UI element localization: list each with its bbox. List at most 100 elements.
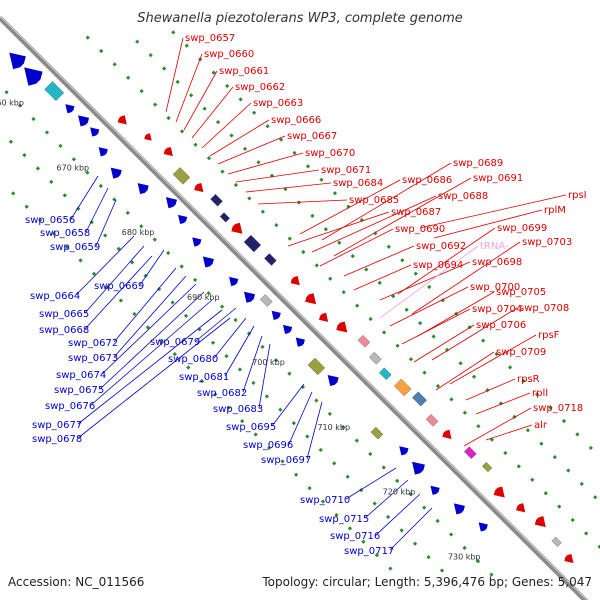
gene-label-reverse[interactable]: swp_0678 xyxy=(32,434,82,445)
gene-label-reverse[interactable]: swp_0672 xyxy=(68,338,118,349)
gene-reverse-arrow[interactable] xyxy=(396,443,410,457)
gene-label-reverse[interactable]: swp_0674 xyxy=(56,370,106,381)
gene-label-forward[interactable]: rplM xyxy=(544,205,566,216)
gene-label-forward[interactable]: swp_0685 xyxy=(349,195,399,206)
gene-label-forward[interactable]: swp_0705 xyxy=(496,287,546,298)
gene-forward-arrow[interactable] xyxy=(533,514,550,531)
gene-feature-box[interactable] xyxy=(219,212,230,223)
gene-label-forward[interactable]: swp_0718 xyxy=(533,403,583,414)
gene-label-reverse[interactable]: swp_0716 xyxy=(330,531,380,542)
gene-forward-arrow[interactable] xyxy=(230,221,247,238)
gene-label-forward[interactable]: swp_0684 xyxy=(333,178,383,189)
gene-reverse-arrow[interactable] xyxy=(189,234,203,248)
gene-label-forward[interactable]: swp_0661 xyxy=(219,66,269,77)
gene-label-reverse[interactable]: swp_0681 xyxy=(179,372,229,383)
gene-reverse-arrow[interactable] xyxy=(427,482,441,496)
gene-feature-box[interactable] xyxy=(411,391,427,407)
gene-reverse-arrow[interactable] xyxy=(106,163,123,180)
gene-label-forward[interactable]: swp_0690 xyxy=(395,224,445,235)
gene-feature-box[interactable] xyxy=(394,378,412,397)
gene-reverse-arrow[interactable] xyxy=(279,321,293,335)
gene-feature-box[interactable] xyxy=(369,351,382,365)
gene-feature-box[interactable] xyxy=(259,294,273,307)
gene-label-forward[interactable]: swp_0663 xyxy=(253,98,303,109)
gene-reverse-arrow[interactable] xyxy=(292,334,306,348)
gene-label-reverse[interactable]: swp_0668 xyxy=(39,325,89,336)
gene-label-forward[interactable]: swp_0662 xyxy=(235,82,285,93)
gene-reverse-arrow[interactable] xyxy=(240,287,257,304)
gene-label-forward[interactable]: swp_0688 xyxy=(438,191,488,202)
gene-reverse-arrow[interactable] xyxy=(95,144,109,158)
gene-label-forward[interactable]: swp_0686 xyxy=(402,175,452,186)
gene-label-forward[interactable]: swp_0691 xyxy=(473,173,523,184)
gene-feature-box[interactable] xyxy=(264,253,277,266)
gene-forward-arrow[interactable] xyxy=(116,114,130,128)
gene-feature-box[interactable] xyxy=(307,357,326,376)
gene-label-forward[interactable]: swp_0709 xyxy=(496,347,546,358)
gene-label-reverse[interactable]: swp_0715 xyxy=(319,514,369,525)
gene-forward-arrow[interactable] xyxy=(193,182,207,196)
gene-reverse-arrow[interactable] xyxy=(87,124,101,138)
gene-label-reverse[interactable]: swp_0696 xyxy=(243,440,293,451)
gene-feature-box[interactable] xyxy=(370,426,384,440)
gene-feature-box[interactable] xyxy=(425,414,439,427)
gene-label-reverse[interactable]: swp_0680 xyxy=(168,354,218,365)
gene-label-forward[interactable]: swp_0666 xyxy=(271,115,321,126)
gene-forward-arrow[interactable] xyxy=(318,311,332,325)
gene-label-forward[interactable]: rplI xyxy=(532,388,548,399)
gene-label-reverse[interactable]: swp_0665 xyxy=(39,309,89,320)
gene-reverse-arrow[interactable] xyxy=(62,101,76,115)
gene-label-forward[interactable]: swp_0703 xyxy=(522,237,572,248)
gene-forward-arrow[interactable] xyxy=(441,428,455,442)
gene-label-reverse[interactable]: swp_0675 xyxy=(54,385,104,396)
gene-label-reverse[interactable]: swp_0683 xyxy=(213,404,263,415)
gene-feature-box[interactable] xyxy=(378,367,392,381)
gene-label-forward[interactable]: swp_0671 xyxy=(321,165,371,176)
gene-feature-box[interactable] xyxy=(464,446,477,460)
gene-label-reverse[interactable]: swp_0710 xyxy=(300,495,350,506)
gene-label-forward[interactable]: swp_0687 xyxy=(391,207,441,218)
gene-reverse-arrow[interactable] xyxy=(199,252,216,269)
gene-feature-box[interactable] xyxy=(210,193,223,207)
gene-reverse-arrow[interactable] xyxy=(3,46,28,71)
gene-feature-box[interactable] xyxy=(172,167,191,185)
gene-label-forward[interactable]: swp_0694 xyxy=(413,260,463,271)
gene-forward-arrow[interactable] xyxy=(162,146,176,160)
gene-label-reverse[interactable]: swp_0656 xyxy=(25,215,75,226)
gene-forward-arrow[interactable] xyxy=(335,320,352,337)
gene-forward-arrow[interactable] xyxy=(143,132,154,143)
gene-forward-arrow[interactable] xyxy=(563,553,577,567)
gene-forward-arrow[interactable] xyxy=(303,292,320,309)
gene-label-reverse[interactable]: swp_0676 xyxy=(45,401,95,412)
gene-label-forward[interactable]: rpsI xyxy=(568,190,587,201)
gene-label-forward[interactable]: swp_0700 xyxy=(470,282,520,293)
gene-label-reverse[interactable]: swp_0682 xyxy=(197,388,247,399)
gene-label-forward[interactable]: swp_0708 xyxy=(519,303,569,314)
gene-label-reverse[interactable]: swp_0673 xyxy=(68,353,118,364)
gene-label-forward[interactable]: alr xyxy=(534,420,548,431)
gene-feature-box[interactable] xyxy=(243,234,262,253)
gene-label-forward[interactable]: swp_0667 xyxy=(287,131,337,142)
gene-feature-box[interactable] xyxy=(357,334,371,348)
gene-label-reverse[interactable]: swp_0659 xyxy=(50,242,100,253)
gene-forward-arrow[interactable] xyxy=(492,485,509,502)
gene-label-forward[interactable]: swp_0660 xyxy=(204,49,254,60)
gene-label-reverse[interactable]: swp_0664 xyxy=(30,291,80,302)
gene-label-reverse[interactable]: swp_0679 xyxy=(150,337,200,348)
gene-label-forward[interactable]: swp_0657 xyxy=(185,33,235,44)
gene-reverse-arrow[interactable] xyxy=(226,273,240,287)
gene-forward-arrow[interactable] xyxy=(515,502,529,516)
gene-reverse-arrow[interactable] xyxy=(407,457,427,477)
gene-label-reverse[interactable]: swp_0717 xyxy=(344,546,394,557)
gene-label-rna[interactable]: tRNA- xyxy=(480,241,509,252)
gene-label-forward[interactable]: swp_0706 xyxy=(476,320,526,331)
gene-label-reverse[interactable]: swp_0669 xyxy=(94,281,144,292)
gene-label-forward[interactable]: swp_0699 xyxy=(497,223,547,234)
gene-label-reverse[interactable]: swp_0697 xyxy=(261,455,311,466)
gene-label-reverse[interactable]: swp_0658 xyxy=(40,228,90,239)
gene-reverse-arrow[interactable] xyxy=(475,519,489,533)
gene-label-forward[interactable]: swp_0692 xyxy=(416,241,466,252)
gene-reverse-arrow[interactable] xyxy=(74,111,91,128)
gene-label-forward[interactable]: swp_0698 xyxy=(472,257,522,268)
gene-label-forward[interactable]: rpsR xyxy=(517,374,540,385)
